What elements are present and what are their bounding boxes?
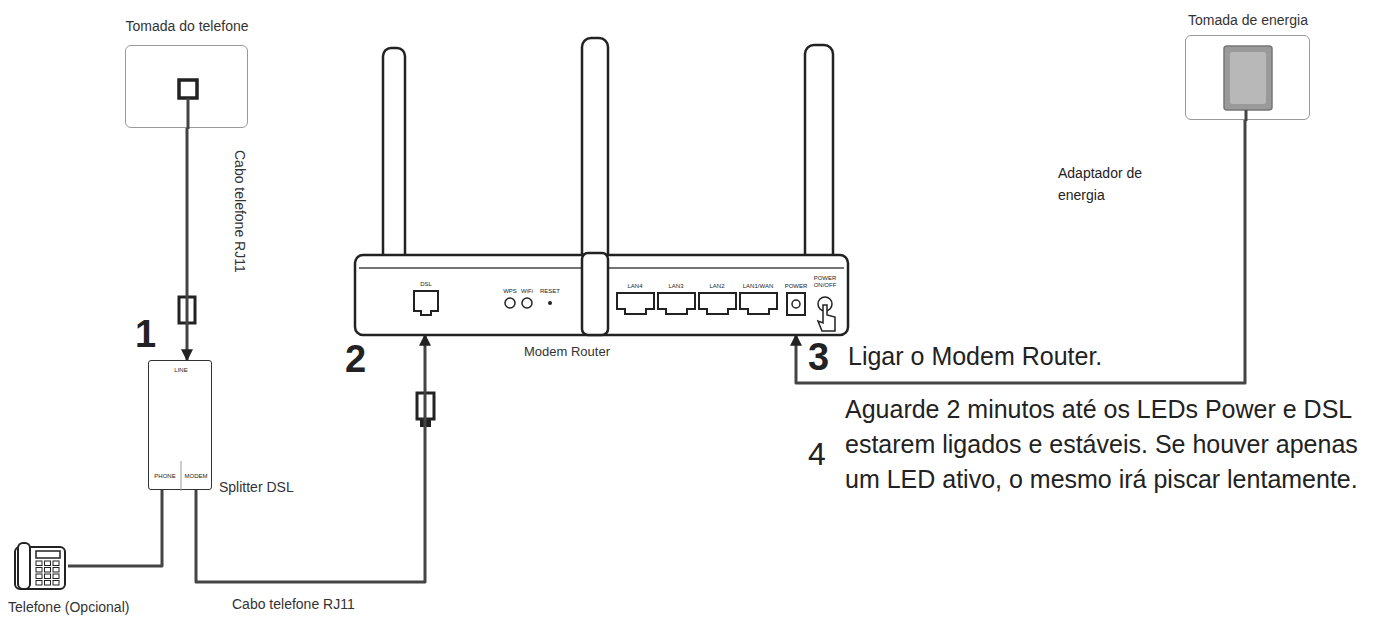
port-label: POWER ON/OFF xyxy=(812,275,838,288)
cable xyxy=(796,120,1245,383)
port-label: LAN4 xyxy=(627,283,642,290)
modem-router-shape xyxy=(355,255,848,335)
port-label: MODEM xyxy=(185,473,208,480)
telephone-key xyxy=(45,574,51,579)
splitter-divider xyxy=(181,461,182,491)
modem-router: Modem RouterDSLWPSWiFiRESETLAN4LAN3LAN2L… xyxy=(355,255,848,335)
port-label: LAN3 xyxy=(668,283,683,290)
wall-socket: Tomada do telefone xyxy=(125,45,248,128)
step-number: 2 xyxy=(345,340,366,378)
telephone: Telefone (Opcional) xyxy=(12,543,68,591)
telephone-key xyxy=(45,561,51,566)
port-label: WPS xyxy=(503,288,517,295)
cable-label: Cabo telefone RJ11 xyxy=(232,596,355,612)
cable xyxy=(196,335,425,582)
telephone-key xyxy=(36,561,42,566)
step-number: 3 xyxy=(808,338,829,376)
reset-hole xyxy=(548,301,552,305)
power-socket: Tomada de energia xyxy=(1185,35,1310,120)
port-label: PHONE xyxy=(154,473,175,480)
node-heading: Tomada de energia xyxy=(1188,12,1308,28)
telephone-key xyxy=(53,568,59,573)
telephone-handset xyxy=(18,543,30,589)
step-number: 4 xyxy=(808,438,826,470)
telephone-key xyxy=(53,574,59,579)
node-heading: Telefone (Opcional) xyxy=(8,599,129,615)
lan-port xyxy=(699,293,736,314)
power-jack xyxy=(792,300,800,308)
power-adapter xyxy=(1224,46,1272,110)
antenna xyxy=(805,45,833,263)
cable xyxy=(186,128,189,360)
antenna xyxy=(582,38,608,263)
telephone-key xyxy=(45,581,51,586)
wall-socket-shape xyxy=(126,46,247,127)
telephone-key xyxy=(36,581,42,586)
port-label: DSL xyxy=(420,281,432,288)
telephone-key xyxy=(45,568,51,573)
antenna xyxy=(582,253,608,335)
antenna xyxy=(383,48,405,263)
port-label: POWER xyxy=(785,283,808,290)
lan-port xyxy=(740,293,777,314)
lan-port xyxy=(658,293,695,314)
part-label: Adaptador de energia xyxy=(1058,162,1178,206)
telephone-key xyxy=(36,568,42,573)
port-label: WiFi xyxy=(521,288,533,295)
step-instruction: Ligar o Modem Router. xyxy=(848,344,1102,369)
power-adapter xyxy=(1230,52,1266,104)
port-label: RESET xyxy=(540,288,560,295)
step-instruction: Aguarde 2 minutos até os LEDs Power e DS… xyxy=(845,392,1365,497)
telephone-key xyxy=(53,581,59,586)
button xyxy=(505,298,515,308)
telephone-shape xyxy=(12,543,68,591)
dsl-port xyxy=(414,291,438,315)
dsl-splitter: Splitter DSLLINEPHONEMODEM xyxy=(148,360,212,490)
phone-jack xyxy=(179,80,197,98)
node-heading: Tomada do telefone xyxy=(126,18,249,34)
node-heading: Modem Router xyxy=(524,345,610,360)
telephone-display xyxy=(36,551,60,558)
telephone-key xyxy=(53,561,59,566)
port-label: LINE xyxy=(174,367,187,374)
node-heading: Splitter DSL xyxy=(219,479,294,495)
telephone-key xyxy=(36,574,42,579)
cable xyxy=(68,490,162,566)
button xyxy=(522,298,532,308)
power-socket-shape xyxy=(1186,36,1309,119)
dsl-splitter-shape xyxy=(149,361,211,489)
cable-label: Cabo telefone RJ11 xyxy=(232,150,248,273)
power-jack xyxy=(787,293,805,315)
cable xyxy=(1245,110,1248,121)
cable xyxy=(187,98,190,129)
step-number: 1 xyxy=(135,315,156,353)
port-label: LAN2 xyxy=(709,283,724,290)
pointer-hand xyxy=(818,305,835,331)
lan-port xyxy=(617,293,654,314)
port-label: LAN1/WAN xyxy=(743,283,773,290)
